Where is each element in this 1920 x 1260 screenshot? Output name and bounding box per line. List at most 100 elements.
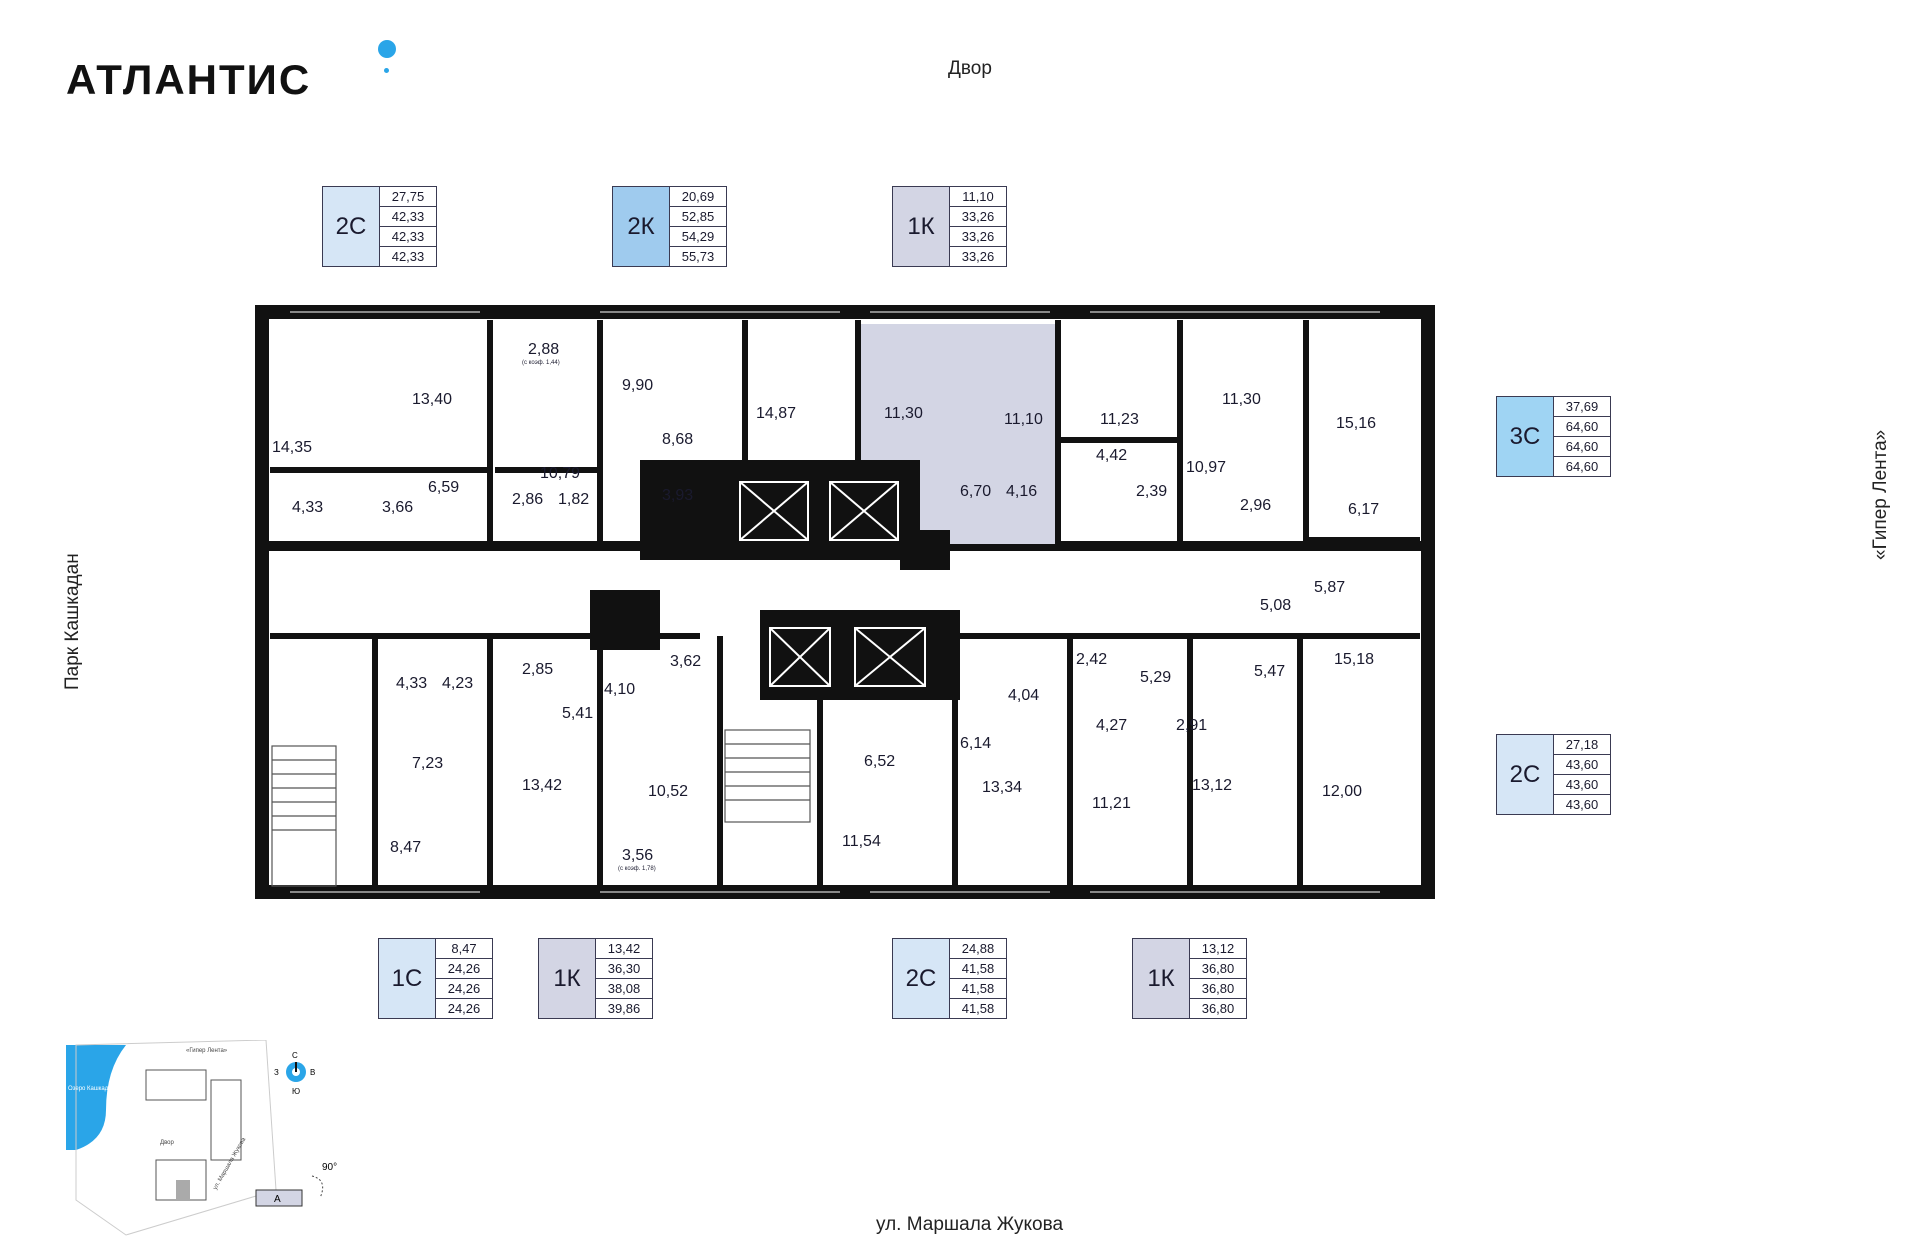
legend-area-value: 39,86 [607,1001,641,1016]
room-area: 4,33 [396,675,427,692]
legend-type-label: 3С [1497,397,1554,476]
room-area: 6,70 [960,483,991,500]
room-area: 4,10 [604,681,635,698]
legend-area-value: 36,80 [1190,959,1246,979]
room-area: 8,47 [390,839,421,856]
legend-area-value: 42,33 [380,207,436,227]
legend-area-value: 41,58 [961,1001,995,1016]
direction-bottom-label: ул. Маршала Жукова [876,1214,1064,1235]
room-area: 4,04 [1008,687,1039,704]
brand-logo: АТЛАНТИС [66,56,312,103]
legend-area-value: 42,33 [380,227,436,247]
room-area: 14,87 [756,405,796,422]
rotation-arrow-icon [311,1175,324,1199]
room-area: 2,42 [1076,651,1107,668]
room-area: 9,90 [622,377,653,394]
room-area: 15,18 [1334,651,1374,668]
legend-area-value: 64,60 [1565,459,1599,474]
legend-type-label: 1К [1133,939,1190,1018]
direction-top-label: Двор [948,58,992,79]
legend-area-value: 55,73 [681,249,715,264]
compass-west: З [274,1068,279,1077]
room-area: 13,12 [1192,777,1232,794]
legend-area-value: 52,85 [670,207,726,227]
legend-area-value: 24,26 [436,959,492,979]
room-area: 3,56 [622,847,653,864]
legend-type-label: 1К [893,187,950,266]
legend-area-value: 20,69 [670,187,726,207]
compass-east: В [310,1068,315,1077]
room-area: 11,23 [1100,411,1139,428]
legend-area-value: 33,26 [950,227,1006,247]
minimap-store-label: «Гипер Лента» [186,1048,228,1054]
section-label: А [274,1194,281,1205]
room-area: 1,82 [558,491,589,508]
legend-area-value: 24,26 [447,1001,481,1016]
room-area: 10,97 [1186,459,1226,476]
legend-area-value: 24,88 [950,939,1006,959]
room-area: 4,42 [1096,447,1127,464]
room-area: 2,85 [522,661,553,678]
room-area: 15,16 [1336,415,1376,432]
legend-type-label: 2К [613,187,670,266]
legend-area-value: 13,12 [1190,939,1246,959]
legend-area-value: 41,58 [950,959,1006,979]
room-area: 5,41 [562,705,593,722]
room-area: 8,68 [662,431,693,448]
legend-area-value: 38,08 [596,979,652,999]
legend-type-label: 1К [539,939,596,1018]
legend-area-value: 42,33 [391,249,425,264]
room-area: 5,87 [1314,579,1345,596]
room-area: 13,34 [982,779,1022,796]
legend-area-value: 64,60 [1554,437,1610,457]
room-area: 2,88 [528,341,559,358]
legend-area-value: 64,60 [1554,417,1610,437]
room-area: 11,10 [1004,411,1043,428]
room-area: 4,27 [1096,717,1127,734]
logo-dot-small-icon [384,68,389,73]
compass-south: Ю [292,1087,300,1096]
room-area: 4,33 [292,499,323,516]
legend-type-label: 2С [1497,735,1554,814]
room-area: 4,23 [442,675,473,692]
room-area: 5,08 [1260,597,1291,614]
room-area: 2,86 [512,491,543,508]
minimap-yard-label: Двор [160,1140,175,1146]
legend-area-value: 36,80 [1201,1001,1235,1016]
lake-shape [66,1045,126,1150]
room-area: 4,16 [1006,483,1037,500]
room-area: 3,93 [662,487,693,504]
room-area: 2,39 [1136,483,1167,500]
room-area: 10,79 [540,465,580,482]
legend-area-value: 43,60 [1565,797,1599,812]
legend-type-label: 1С [379,939,436,1018]
legend-area-value: 54,29 [670,227,726,247]
room-area: 5,47 [1254,663,1285,680]
legend-area-value: 27,18 [1554,735,1610,755]
room-area-note: (с коэф. 1,44) [522,360,560,366]
logo-dot-icon [378,40,396,58]
room-area: 13,40 [412,391,452,408]
stairs [271,729,811,887]
room-area: 6,17 [1348,501,1379,518]
elevator-shafts [739,481,926,687]
legend-type-label: 2С [893,939,950,1018]
room-area: 2,96 [1240,497,1271,514]
room-area: 11,21 [1092,795,1131,812]
room-area: 11,30 [1222,391,1261,408]
room-area: 3,62 [670,653,701,670]
legend-area-value: 11,10 [950,187,1006,207]
rotation-label: 90° [322,1162,337,1173]
legend-type-label: 2С [323,187,380,266]
room-area: 14,35 [272,439,312,456]
room-labels: 14,35 13,40 6,59 4,33 3,66 2,88 (с коэф.… [272,341,1379,872]
